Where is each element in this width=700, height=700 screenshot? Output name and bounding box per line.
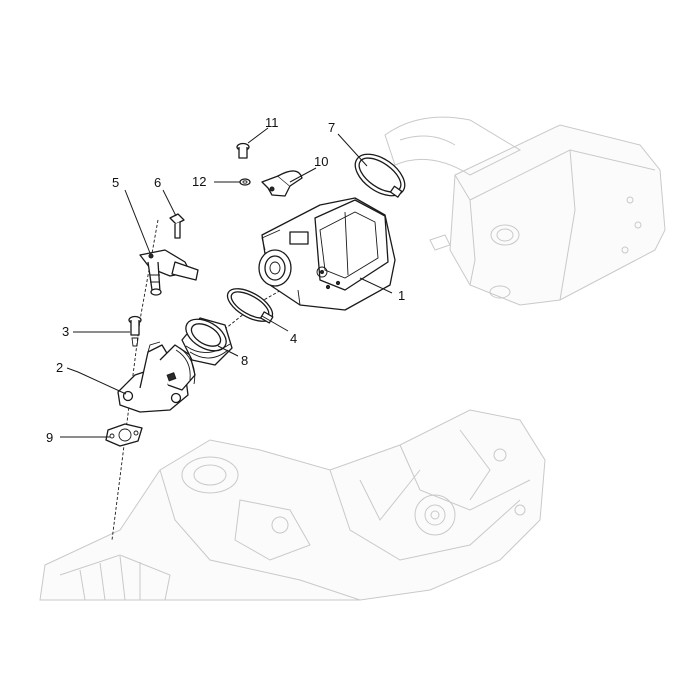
air-filter-box-outline xyxy=(384,116,666,306)
callout-12: 12 xyxy=(192,174,206,189)
alignment-line-right xyxy=(204,224,381,346)
callout-7: 7 xyxy=(328,120,335,135)
callout-2: 2 xyxy=(56,360,63,375)
callout-11: 11 xyxy=(265,115,279,130)
screw-3-part xyxy=(128,315,142,347)
throttle-body-part xyxy=(258,197,396,311)
callout-9: 9 xyxy=(46,430,53,445)
callout-1: 1 xyxy=(398,288,405,303)
callout-10: 10 xyxy=(314,154,328,169)
intake-coupling-8-part xyxy=(181,317,233,366)
callout-5: 5 xyxy=(112,175,119,190)
intake-manifold-part xyxy=(117,341,196,413)
screw-11-part xyxy=(236,142,250,159)
callout-6: 6 xyxy=(154,175,161,190)
leader-lines xyxy=(60,127,393,438)
bracket-10-part xyxy=(261,170,303,197)
clamp-ring-4-part xyxy=(226,288,274,324)
hose-clamp-7-part xyxy=(354,153,406,198)
callout-4: 4 xyxy=(290,331,297,346)
callout-8: 8 xyxy=(241,353,248,368)
fuel-injector-part xyxy=(139,249,199,296)
screw-6-part xyxy=(169,213,185,239)
callout-3: 3 xyxy=(62,324,69,339)
gasket-9-part xyxy=(105,423,143,447)
washer-12-part xyxy=(239,178,251,186)
engine-crankcase-outline xyxy=(39,409,546,601)
